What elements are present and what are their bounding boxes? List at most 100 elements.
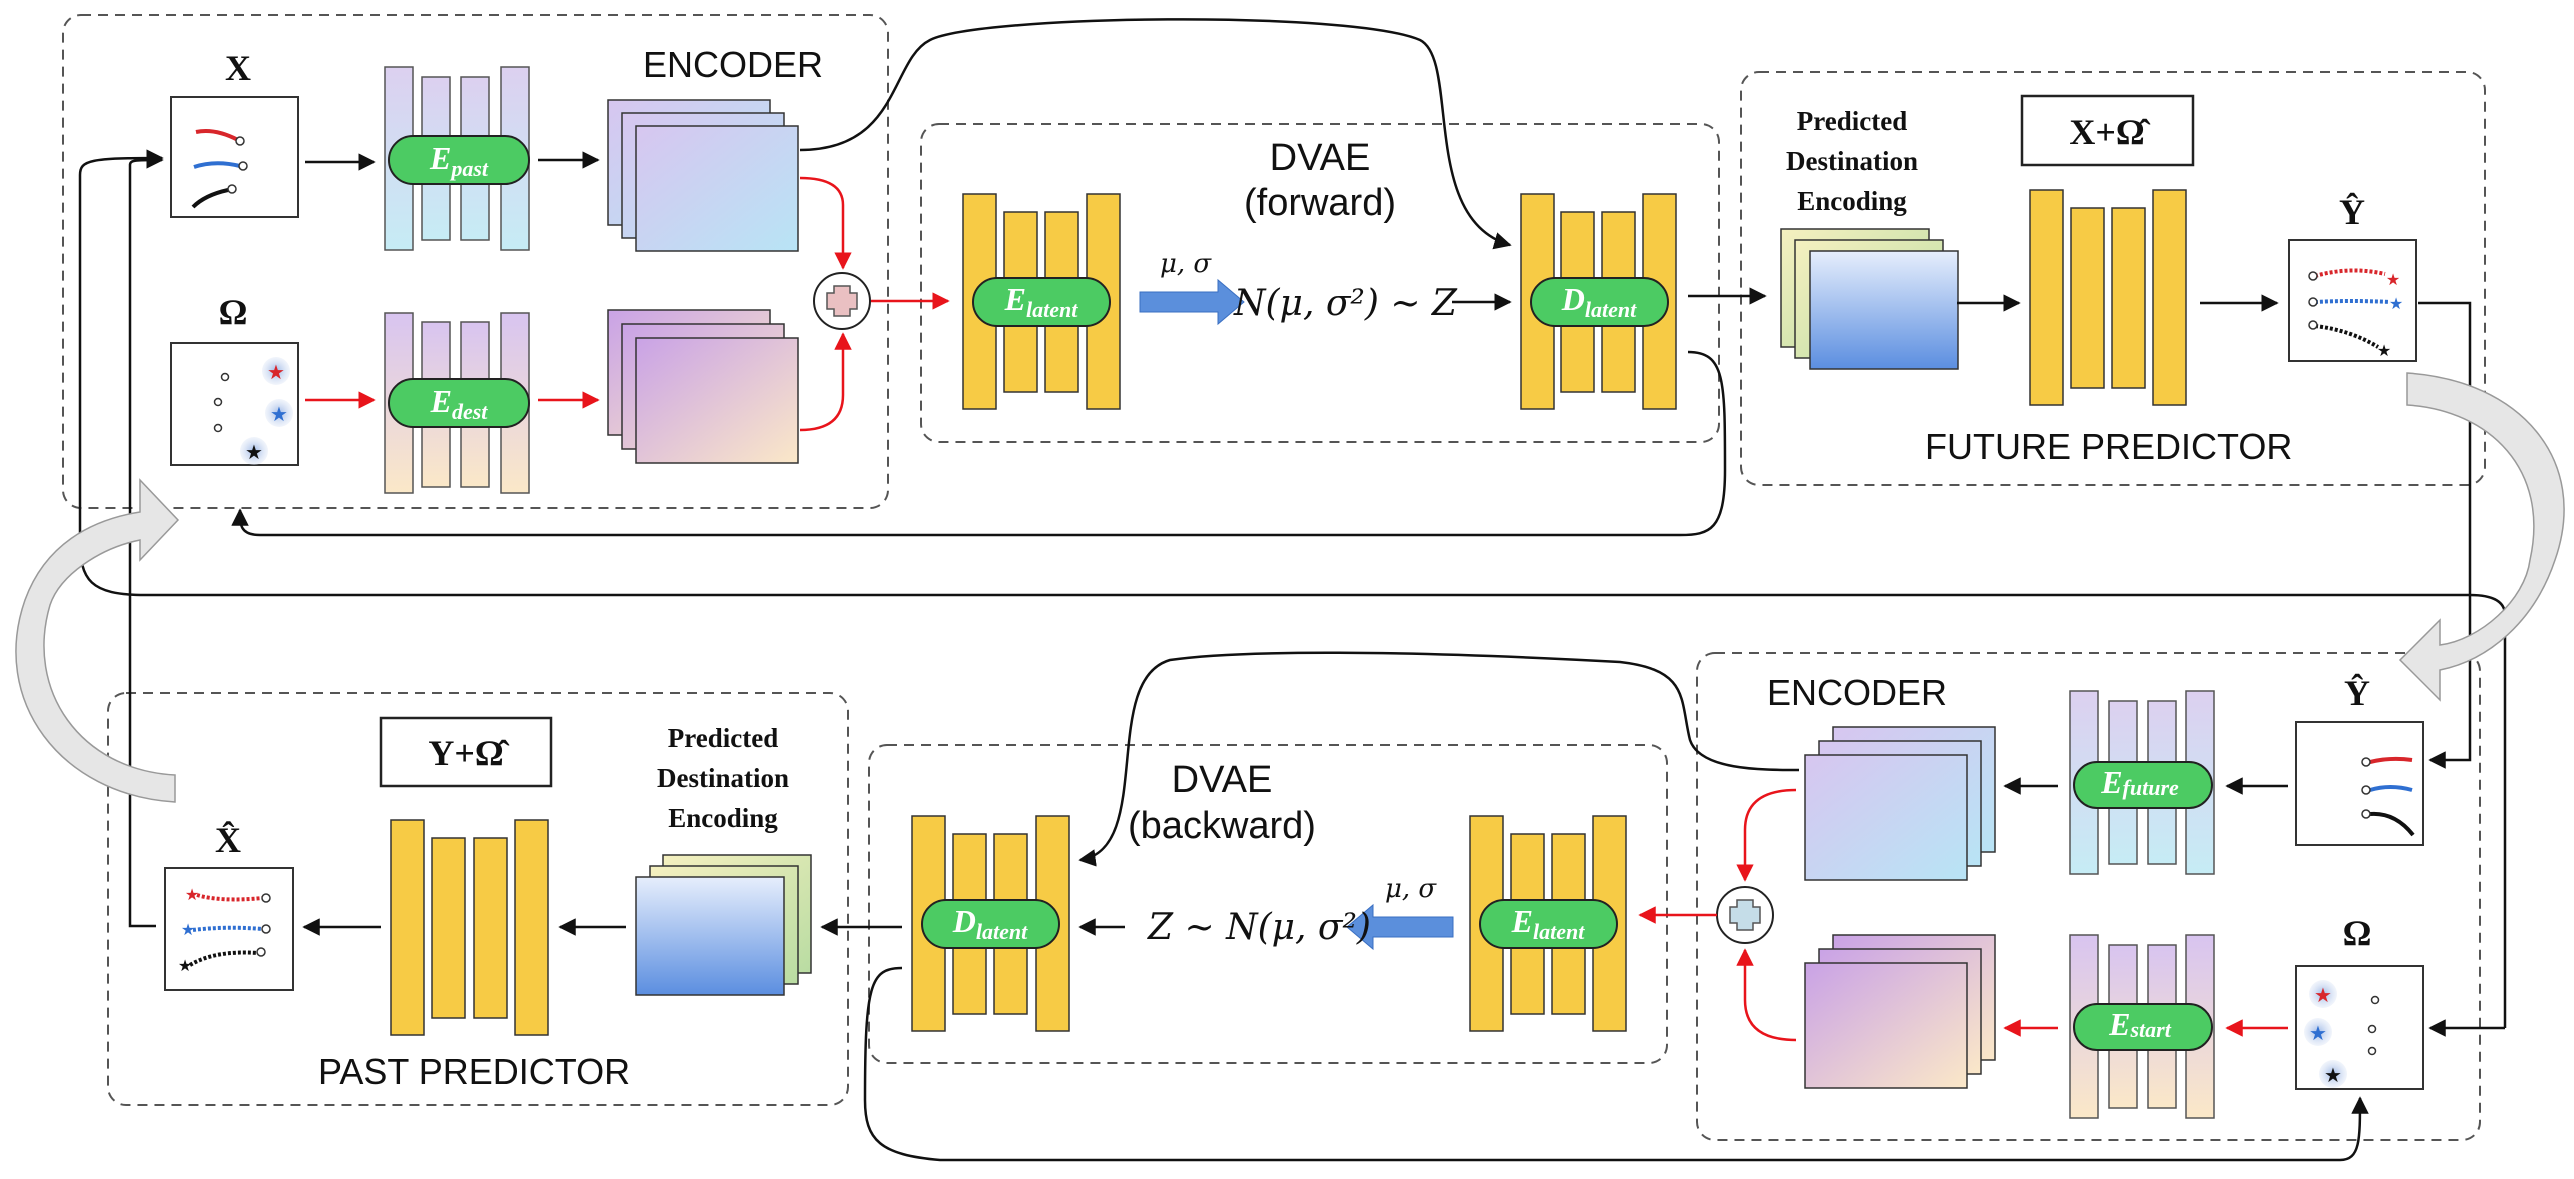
past-input-label: Y+Ω̂ [428, 733, 509, 773]
x-label: X [225, 48, 251, 88]
svg-text:★: ★ [270, 404, 288, 426]
e-dest-sub: dest [452, 399, 488, 424]
e-latent-backward: Elatent [1469, 815, 1627, 1032]
cycle-arrow-right [2398, 372, 2565, 702]
start-feature-maps [1804, 934, 1996, 1089]
future-predictor-block [2029, 189, 2187, 406]
past-feature-maps [607, 99, 799, 252]
e-start-label: E [2108, 1006, 2130, 1042]
y-hat-label-top: Ŷ [2339, 192, 2365, 232]
future-input-label: X+Ω̂ [2069, 112, 2150, 152]
svg-text:Dlatent: Dlatent [952, 903, 1028, 944]
pde-future-line1: Predicted [1797, 106, 1907, 136]
mu-sigma-backward: μ, σ [1385, 874, 1437, 904]
e-past-sub: past [449, 156, 489, 181]
svg-text:★: ★ [185, 887, 199, 904]
x-hat-panel: ★ ★ ★ [164, 867, 294, 991]
past-predictor-block [390, 819, 549, 1036]
d-latent-fwd-sub: latent [1585, 297, 1637, 322]
future-predictor-box [1740, 71, 2486, 486]
e-latent-bwd-label: E [1511, 903, 1533, 939]
flow-arrows [302, 151, 2288, 1042]
e-future-block: Efuture [2069, 690, 2215, 875]
svg-text:Estart: Estart [2108, 1006, 2172, 1042]
past-predictor-box [107, 692, 849, 1106]
e-future-sub: future [2123, 775, 2179, 800]
pde-past-line3: Encoding [668, 803, 778, 833]
y-hat-panel-bottom [2295, 721, 2424, 846]
e-future-label: E [2100, 764, 2122, 800]
past-predictor-title: PAST PREDICTOR [318, 1051, 630, 1092]
e-past-block: Epast [384, 66, 530, 251]
svg-text:Elatent: Elatent [1511, 903, 1586, 944]
pde-future-line3: Encoding [1797, 186, 1907, 216]
e-latent-fwd-sub: latent [1026, 297, 1078, 322]
dist-forward: N(μ, σ²) ~ Z [1233, 283, 1458, 324]
e-past-label: E [429, 140, 451, 176]
e-start-sub: start [2129, 1017, 2171, 1042]
svg-text:Edest: Edest [430, 383, 489, 424]
e-latent-fwd-label: E [1004, 281, 1026, 317]
pde-past-line1: Predicted [668, 723, 778, 753]
svg-text:Dlatent: Dlatent [1561, 281, 1637, 322]
d-latent-bwd-sub: latent [976, 919, 1028, 944]
blue-arrow-forward [1139, 278, 1245, 326]
svg-text:★: ★ [2314, 985, 2332, 1007]
e-latent-bwd-sub: latent [1533, 919, 1585, 944]
omega-panel-bottom: ★ ★ ★ [2295, 965, 2424, 1090]
dvae-backward-box [868, 744, 1668, 1064]
y-hat-panel-top: ★ ★ ★ [2288, 239, 2417, 362]
d-latent-forward: Dlatent [1520, 193, 1677, 410]
d-latent-backward: Dlatent [911, 815, 1070, 1032]
dist-backward: Z ~ N(μ, σ²) [1147, 907, 1371, 948]
dvae-forward-box [920, 123, 1720, 443]
x-hat-label: X̂ [215, 820, 241, 860]
e-dest-block: Edest [384, 312, 530, 494]
e-dest-label: E [430, 383, 452, 419]
future-feature-maps [1804, 726, 1996, 881]
svg-text:★: ★ [2309, 1023, 2327, 1045]
dvae-forward-title-2: (forward) [1244, 182, 1396, 224]
top-encoder-title: ENCODER [643, 44, 823, 85]
future-predictor-title: FUTURE PREDICTOR [1925, 426, 2292, 467]
omega-label: Ω [219, 292, 248, 332]
svg-text:Elatent: Elatent [1004, 281, 1079, 322]
concat-plus-bottom [1716, 886, 1774, 944]
e-latent-forward: Elatent [962, 193, 1121, 410]
top-encoder-box [62, 14, 889, 509]
svg-text:Epast: Epast [429, 140, 489, 181]
y-hat-label-bottom: Ŷ [2344, 673, 2370, 713]
mu-sigma-forward: μ, σ [1160, 249, 1212, 279]
svg-text:★: ★ [178, 958, 192, 975]
dest-feature-maps [607, 309, 799, 464]
cycle-arrow-left [15, 478, 180, 803]
connection-curves [78, 18, 2507, 1162]
pde-past-maps [635, 854, 812, 996]
d-latent-fwd-label: D [1561, 281, 1585, 317]
svg-text:★: ★ [2386, 272, 2400, 289]
pde-future-maps [1780, 228, 1959, 370]
omega-panel: ★ ★ ★ [170, 342, 299, 466]
pde-past-line2: Destination [657, 763, 789, 793]
dvae-backward-title-2: (backward) [1128, 805, 1316, 847]
svg-text:★: ★ [181, 922, 195, 939]
omega-label-bottom: Ω [2343, 913, 2372, 953]
blue-arrow-backward [1346, 903, 1454, 951]
concat-plus-top [813, 272, 871, 330]
svg-text:★: ★ [267, 362, 285, 384]
svg-text:★: ★ [2377, 343, 2391, 360]
e-start-block: Estart [2069, 934, 2215, 1119]
pde-future-line2: Destination [1786, 146, 1918, 176]
bottom-encoder-title: ENCODER [1767, 672, 1947, 713]
dvae-backward-title-1: DVAE [1172, 759, 1273, 801]
d-latent-bwd-label: D [952, 903, 976, 939]
svg-text:★: ★ [2389, 296, 2403, 313]
future-input-box [2020, 94, 2195, 167]
svg-text:Efuture: Efuture [2100, 764, 2179, 800]
svg-text:★: ★ [245, 442, 263, 464]
svg-text:★: ★ [2324, 1065, 2342, 1087]
dvae-forward-title-1: DVAE [1270, 137, 1371, 179]
past-input-box [379, 716, 553, 788]
x-trajectory-panel [170, 96, 299, 218]
